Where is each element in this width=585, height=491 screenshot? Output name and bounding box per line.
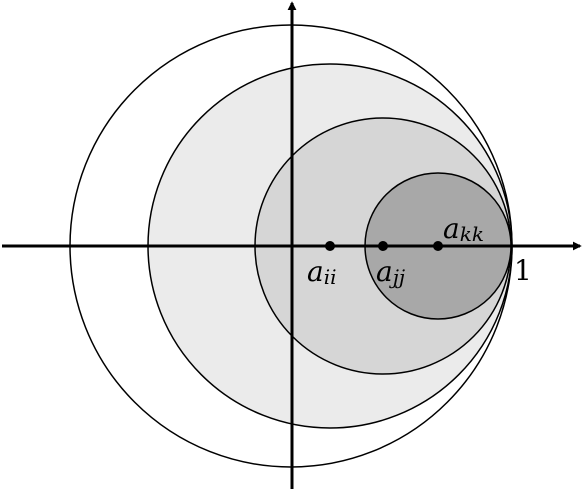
point-a-kk [433, 241, 443, 251]
label-a-ii: aii [307, 255, 337, 289]
point-a-jj [378, 241, 388, 251]
label-one: 1 [514, 254, 532, 287]
point-a-ii [325, 241, 335, 251]
label-a-jj: ajj [376, 255, 405, 289]
label-a-kk: akk [443, 212, 484, 246]
